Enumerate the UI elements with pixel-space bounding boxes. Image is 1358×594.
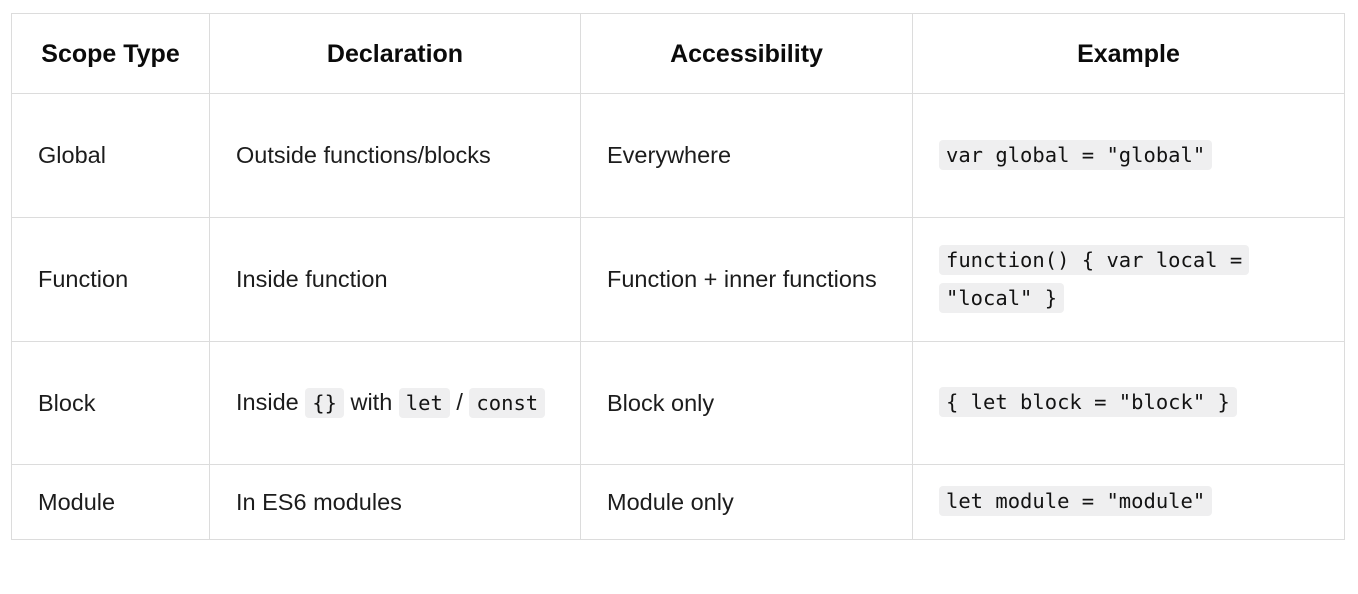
cell-scope-type: Global [11, 93, 210, 218]
code-snippet: let module = "module" [939, 486, 1213, 516]
cell-scope-type: Function [11, 217, 210, 342]
column-header-accessibility: Accessibility [580, 13, 913, 94]
code-snippet: var global = "global" [939, 139, 1213, 170]
inline-code: const [469, 387, 546, 418]
column-header-example: Example [912, 13, 1345, 94]
cell-example: function() { var local = "local" } [912, 217, 1345, 342]
code-snippet: { let block = "block" } [939, 387, 1237, 418]
cell-accessibility: Module only [580, 464, 913, 540]
text-fragment: with [343, 388, 399, 415]
table-row: Global Outside functions/blocks Everywhe… [11, 93, 1345, 218]
table-row: Block Inside {} with let / const Block o… [11, 341, 1345, 465]
table-header: Scope Type Declaration Accessibility Exa… [11, 13, 1345, 94]
column-header-scope-type: Scope Type [11, 13, 210, 94]
text-fragment: / [449, 388, 470, 415]
cell-accessibility: Everywhere [580, 93, 913, 218]
cell-example: { let block = "block" } [912, 341, 1345, 465]
cell-example: let module = "module" [912, 464, 1345, 540]
cell-declaration: Outside functions/blocks [209, 93, 581, 218]
text-fragment: Inside function [236, 266, 388, 293]
column-header-declaration: Declaration [209, 13, 581, 94]
cell-scope-type: Module [11, 464, 210, 540]
scope-table: Scope Type Declaration Accessibility Exa… [11, 13, 1345, 540]
text-fragment: Inside [236, 388, 306, 415]
inline-code: let [398, 387, 450, 418]
cell-scope-type: Block [11, 341, 210, 465]
table-row: Module In ES6 modules Module only let mo… [11, 464, 1345, 540]
text-fragment: Outside functions/blocks [236, 142, 491, 169]
cell-accessibility: Block only [580, 341, 913, 465]
table-body: Global Outside functions/blocks Everywhe… [11, 93, 1345, 540]
cell-accessibility: Function + inner functions [580, 217, 913, 342]
table-header-row: Scope Type Declaration Accessibility Exa… [11, 13, 1345, 94]
text-fragment: In ES6 modules [236, 488, 402, 515]
cell-example: var global = "global" [912, 93, 1345, 218]
table-row: Function Inside function Function + inne… [11, 217, 1345, 342]
cell-declaration: Inside {} with let / const [209, 341, 581, 465]
cell-declaration: In ES6 modules [209, 464, 581, 540]
scope-table-container: Scope Type Declaration Accessibility Exa… [11, 13, 1345, 540]
cell-declaration: Inside function [209, 217, 581, 342]
code-snippet: function() { var local = "local" } [939, 244, 1250, 313]
inline-code: {} [305, 387, 344, 418]
